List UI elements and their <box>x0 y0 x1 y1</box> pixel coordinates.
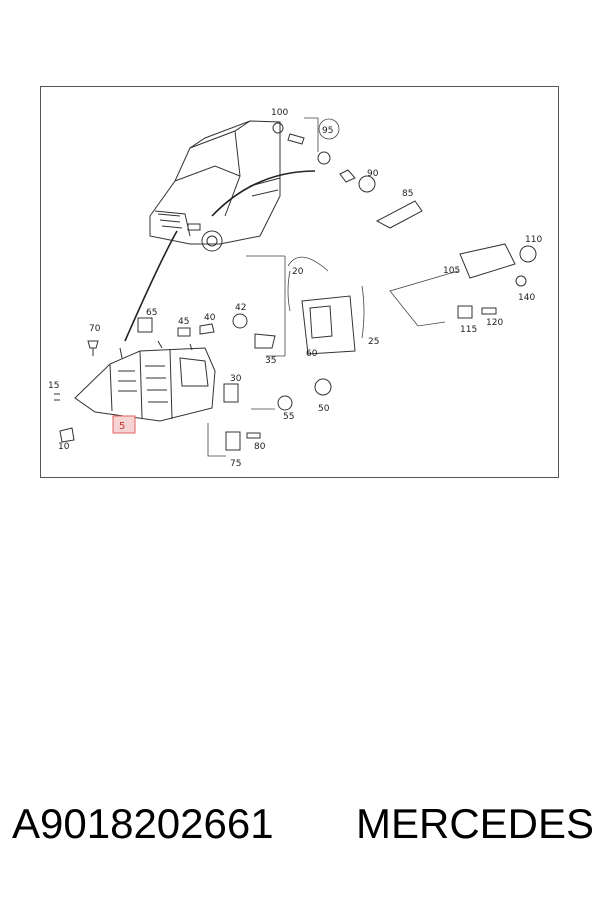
callout-110[interactable]: 110 <box>525 235 542 245</box>
callout-80[interactable]: 80 <box>254 442 266 452</box>
callout-25[interactable]: 25 <box>368 337 379 347</box>
callout-120[interactable]: 120 <box>486 318 503 328</box>
brand-name: MERCEDES <box>356 800 595 847</box>
callout-20[interactable]: 20 <box>292 267 304 277</box>
callout-45[interactable]: 45 <box>178 317 189 327</box>
callout-85[interactable]: 85 <box>402 189 413 199</box>
callout-42[interactable]: 42 <box>235 303 246 313</box>
callout-140[interactable]: 140 <box>518 293 535 303</box>
callout-95[interactable]: 95 <box>322 126 333 136</box>
callout-70[interactable]: 70 <box>89 324 101 334</box>
callout-15[interactable]: 15 <box>48 381 59 391</box>
callout-100[interactable]: 100 <box>271 108 288 118</box>
van-illustration <box>149 120 281 252</box>
highlight-box-5 <box>112 415 136 434</box>
parts-diagram: 5 10 15 20 25 30 35 40 42 45 50 55 60 65… <box>40 86 559 478</box>
callout-50[interactable]: 50 <box>318 404 330 414</box>
callout-115[interactable]: 115 <box>460 325 477 335</box>
callout-labels: 5 10 15 20 25 30 35 40 42 45 50 55 60 65… <box>48 108 542 469</box>
leader-curve-right <box>211 170 316 217</box>
callout-60[interactable]: 60 <box>306 349 318 359</box>
callout-75[interactable]: 75 <box>230 459 241 469</box>
part-number: A9018202661 <box>12 800 274 847</box>
callout-105[interactable]: 105 <box>443 266 460 276</box>
callout-30[interactable]: 30 <box>230 374 242 384</box>
diagram-border <box>40 86 559 478</box>
callout-95-circle <box>318 118 340 140</box>
callout-10[interactable]: 10 <box>58 442 70 452</box>
part-shapes <box>54 122 537 451</box>
callout-35[interactable]: 35 <box>265 356 276 366</box>
caption: A9018202661 MERCEDES <box>8 800 598 870</box>
callout-55[interactable]: 55 <box>283 412 294 422</box>
callout-40[interactable]: 40 <box>204 313 216 323</box>
headlamp-assembly <box>74 340 216 422</box>
callout-5[interactable]: 5 <box>119 421 125 432</box>
callout-65[interactable]: 65 <box>146 308 157 318</box>
callout-90[interactable]: 90 <box>367 169 379 179</box>
leader-lines <box>207 117 459 457</box>
leader-curve-left <box>124 230 178 342</box>
